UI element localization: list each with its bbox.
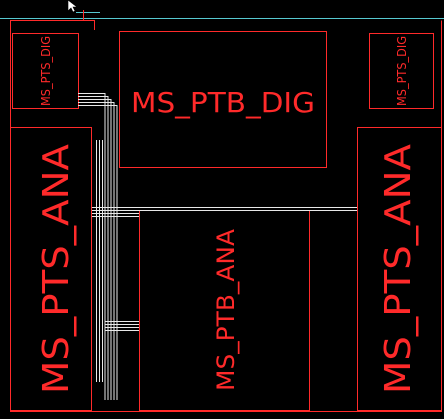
wire-top-2 — [78, 97, 108, 401]
arrow-cursor-icon — [68, 0, 77, 12]
block-pts-dig-right-label: MS_PTS_DIG — [395, 36, 409, 106]
wire-top-3 — [78, 100, 111, 401]
block-ptb-dig-label: MS_PTB_DIG — [131, 86, 315, 119]
block-pts-ana-right-label: MS_PTS_ANA — [378, 144, 419, 394]
block-pts-dig-left-label: MS_PTS_DIG — [39, 36, 53, 106]
block-pts-ana-left-label: MS_PTS_ANA — [36, 144, 77, 394]
block-ptb-ana-label: MS_PTB_ANA — [212, 228, 240, 391]
